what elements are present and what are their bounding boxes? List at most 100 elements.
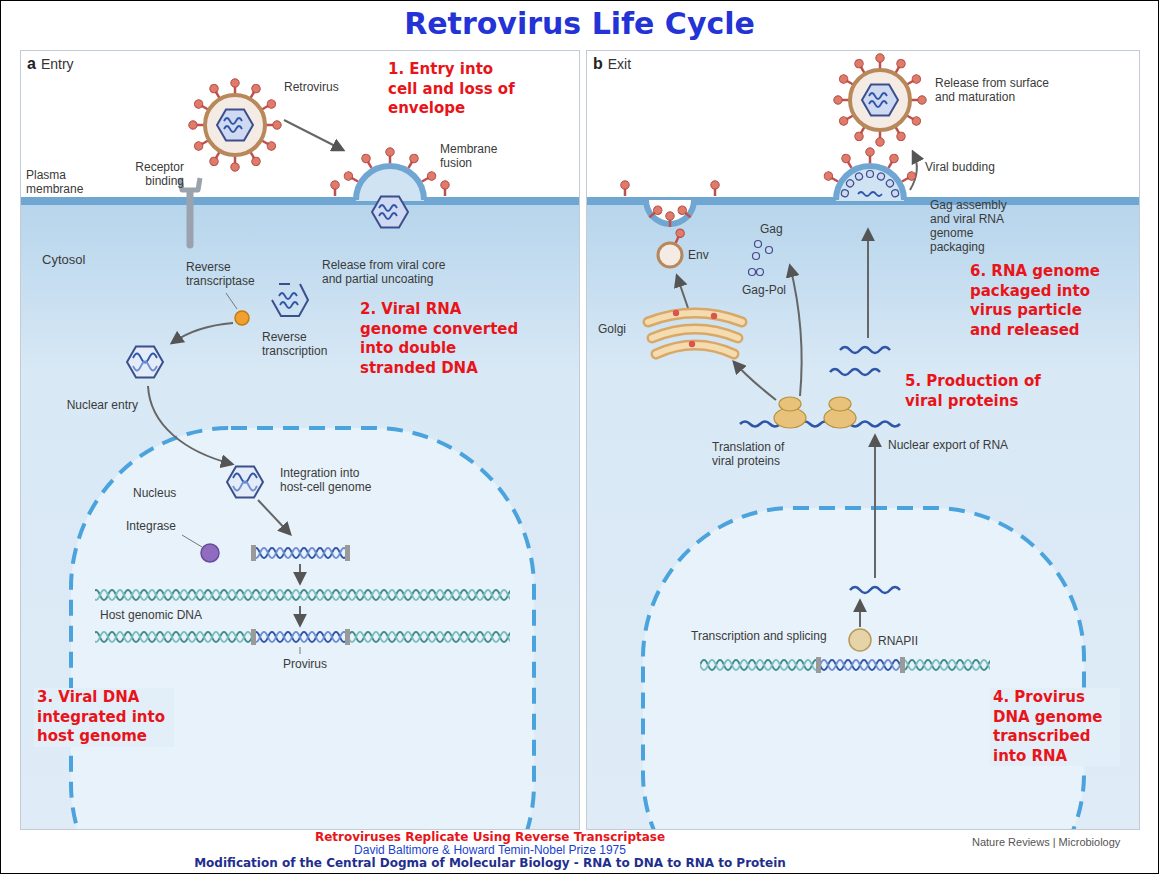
receptor	[187, 192, 194, 245]
entering-virus	[189, 79, 281, 171]
integrated-dna	[255, 630, 345, 644]
budding-site	[823, 170, 840, 185]
process-label: Translation of viral proteins	[712, 440, 808, 468]
gag-proteins	[766, 247, 773, 254]
gag-proteins	[753, 253, 760, 260]
integrase	[182, 535, 202, 547]
viral-dna	[251, 545, 256, 561]
host-dna	[299, 606, 301, 625]
budding-site	[836, 166, 904, 200]
nuclear-dna-capsid	[233, 474, 257, 483]
rna-polymerase	[859, 601, 861, 627]
virus-label: Retrovirus	[284, 80, 339, 94]
provirus-dna	[816, 657, 821, 673]
label-holder: Host genomic DNA	[100, 608, 202, 622]
label-holder: Integrase	[126, 519, 176, 533]
budding-site	[885, 153, 900, 170]
provirus-dna	[700, 658, 820, 672]
label-holder: Env	[688, 248, 709, 262]
golgi	[652, 329, 738, 338]
released-virus	[834, 54, 926, 146]
nuclear-dna-capsid	[233, 482, 257, 491]
env-vesicle	[658, 228, 688, 308]
viral-dna	[299, 564, 301, 583]
label-holder: Viral budding	[925, 160, 995, 174]
dna-capsid	[127, 346, 163, 377]
enzyme-label: Reverse transcriptase	[186, 260, 270, 288]
panel-letter: b	[593, 54, 603, 74]
label-holder: Release from viral core and partial unco…	[322, 258, 450, 286]
integrated-dna	[95, 630, 255, 644]
protein-label: Env	[688, 248, 709, 262]
translation	[829, 397, 851, 411]
membrane-label: Plasma membrane	[26, 168, 96, 196]
compartment-label: Cytosol	[42, 252, 85, 267]
translation	[790, 266, 802, 396]
budding-site	[823, 148, 918, 201]
viral-dna	[345, 545, 350, 561]
translation	[734, 362, 776, 400]
budding-site	[885, 178, 895, 188]
source-credit: Nature Reviews | Microbiology	[972, 836, 1120, 849]
nuclear-dna-capsid	[258, 500, 290, 534]
fusion-bump	[331, 148, 449, 228]
provirus-dna	[900, 658, 990, 672]
nucleus-outline: Transcription and splicing	[641, 506, 1086, 830]
label-holder: Modification of the Central Dogma of Mol…	[100, 857, 880, 870]
golgi	[711, 313, 717, 319]
reverse-transcriptase	[226, 293, 237, 309]
integrated-dna	[345, 630, 510, 644]
process-label: Nuclear entry	[67, 398, 138, 412]
flow-arrow	[284, 120, 343, 150]
caption-line: Retroviruses Replicate Using Reverse Tra…	[100, 831, 880, 844]
label-holder: Receptor binding	[118, 160, 184, 188]
label-holder: 6. RNA genome packaged into virus partic…	[970, 262, 1110, 340]
reverse-transcriptase	[172, 293, 249, 343]
budding-site	[845, 178, 855, 188]
caption-line: Modification of the Central Dogma of Mol…	[100, 857, 880, 870]
label-holder: Nuclear export of RNA	[888, 438, 1008, 452]
integrated-dna	[300, 647, 301, 654]
budding-site	[866, 148, 874, 163]
gag-proteins	[749, 269, 756, 276]
enzyme-label: RNAPII	[878, 634, 918, 648]
label-holder: Provirus	[283, 657, 327, 671]
packaging-rna	[830, 230, 890, 375]
panel-title: Exit	[608, 54, 631, 74]
host-dna	[95, 588, 510, 602]
caption-line: David Baltimore & Howard Temin-Nobel Pri…	[100, 844, 880, 857]
label-holder: David Baltimore & Howard Temin-Nobel Pri…	[100, 844, 880, 857]
entering-virus	[189, 79, 281, 171]
process-label: Viral budding	[925, 160, 995, 174]
label-holder: 1. Entry into cell and loss of envelope	[388, 60, 523, 119]
step-note: 6. RNA genome packaged into virus partic…	[970, 262, 1110, 340]
golgi	[656, 345, 734, 354]
fusion-bump	[386, 148, 394, 163]
provirus-dna	[900, 657, 905, 673]
fusion-bump	[420, 170, 437, 185]
label-holder: Gag-Pol	[742, 283, 786, 297]
integrated-dna	[251, 629, 256, 645]
enzyme-label: Integrase	[126, 519, 176, 533]
process-label: Nuclear export of RNA	[888, 438, 1008, 452]
dna-label: Host genomic DNA	[100, 608, 202, 622]
packaging-rna	[830, 369, 880, 375]
fusion-bump	[360, 153, 375, 170]
label-holder: Cytosol	[42, 252, 85, 267]
nuclear-entry-arrow	[148, 386, 232, 464]
node-label: Nucleus	[133, 486, 176, 500]
gag-proteins	[749, 241, 773, 276]
nuclear-export	[850, 587, 900, 593]
label-holder: Gag assembly and viral RNA genome packag…	[930, 198, 1024, 254]
golgi	[648, 313, 742, 322]
nucleus-envelope	[71, 428, 534, 830]
flow-arrow	[284, 120, 343, 150]
receptor	[180, 178, 200, 245]
exocytosis-pit	[646, 200, 694, 224]
provirus-dna	[820, 658, 900, 672]
label-holder: Gag	[760, 222, 783, 236]
step-note: 1. Entry into cell and loss of envelope	[388, 60, 523, 119]
golgi	[673, 310, 679, 316]
label-holder: Retroviruses Replicate Using Reverse Tra…	[100, 831, 880, 844]
